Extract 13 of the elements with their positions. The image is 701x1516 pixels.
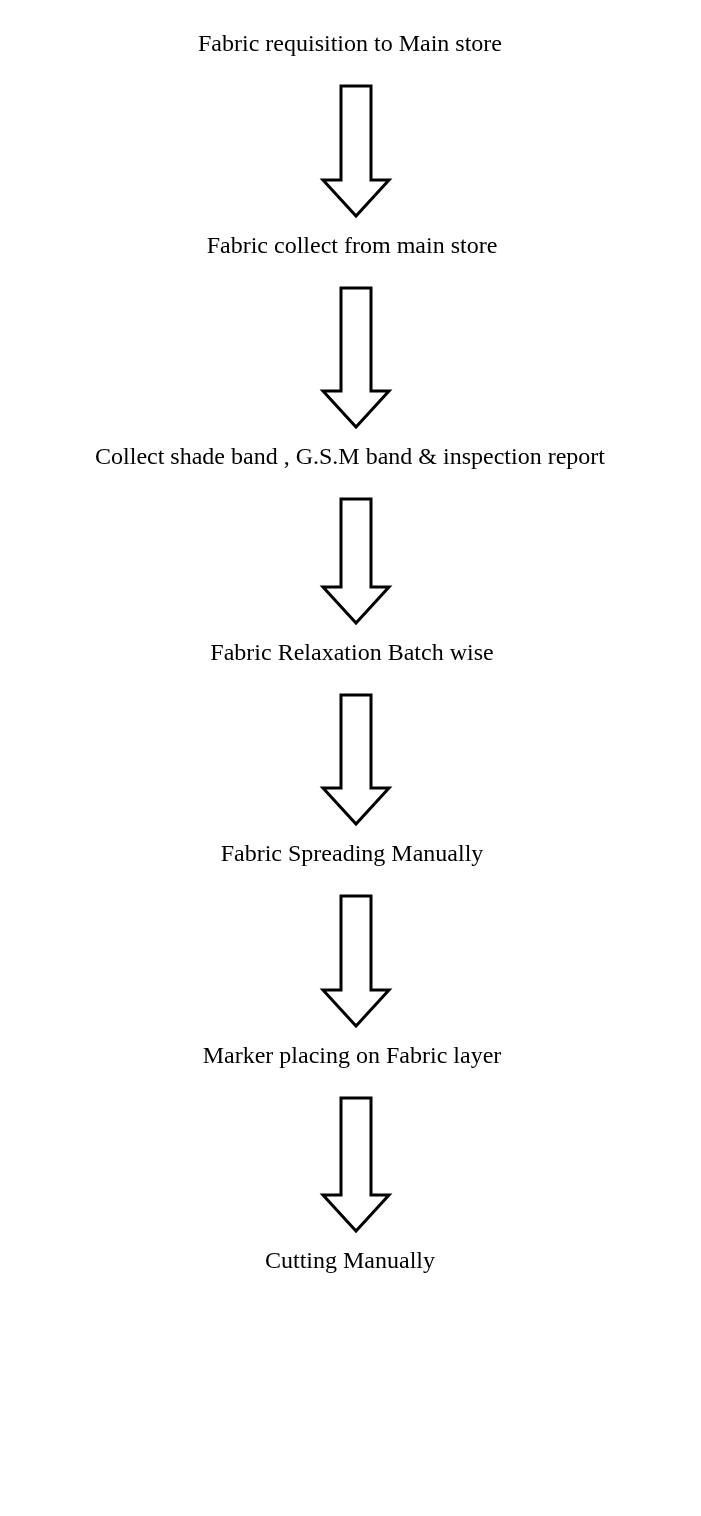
block-arrow <box>319 693 393 827</box>
step-text: Marker placing on Fabric layer <box>202 1034 502 1076</box>
block-arrow <box>319 84 393 219</box>
step-text: Cutting Manually <box>265 1239 435 1281</box>
block-arrow <box>319 497 393 626</box>
block-arrow <box>319 1096 393 1234</box>
step-text: Fabric Spreading Manually <box>220 832 484 874</box>
step-text: Collect shade band , G.S.M band & inspection report <box>95 435 605 477</box>
step-text: Fabric collect from main store <box>206 224 498 266</box>
step-text: Fabric Relaxation Batch wise <box>210 631 494 673</box>
block-arrow <box>319 894 393 1029</box>
step-text: Fabric requisition to Main store <box>198 22 502 64</box>
block-arrow <box>319 286 393 430</box>
